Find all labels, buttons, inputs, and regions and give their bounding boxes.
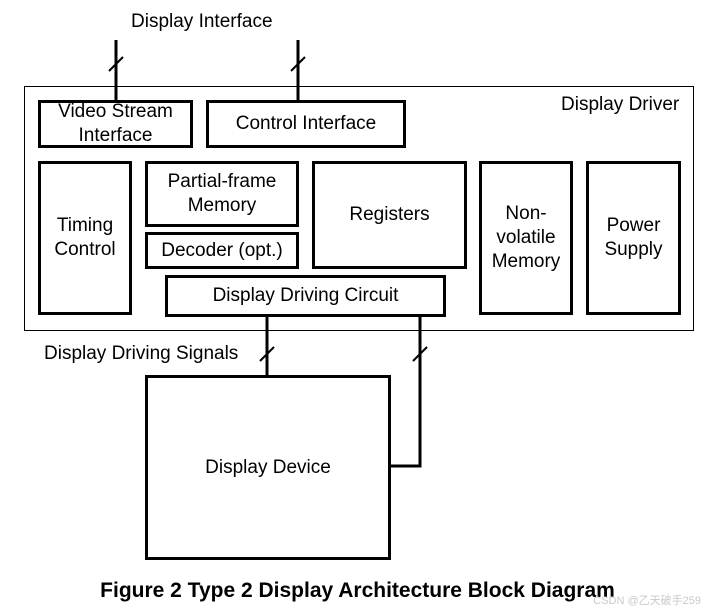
display-device-text: Display Device	[205, 456, 331, 478]
display-device-block: Display Device	[145, 375, 391, 560]
control-interface-block: Control Interface	[206, 100, 406, 148]
driving-signal-line-right-slash	[412, 346, 428, 362]
partial-frame-memory-block: Partial-frame Memory	[145, 161, 299, 227]
registers-text: Registers	[349, 204, 430, 226]
power-supply-text: Power Supply	[604, 215, 663, 260]
figure-caption: Figure 2 Type 2 Display Architecture Blo…	[100, 579, 615, 602]
display-driver-container	[24, 86, 694, 331]
decoder-text: Decoder (opt.)	[161, 239, 283, 261]
control-interface-text: Control Interface	[235, 113, 377, 135]
power-supply-block: Power Supply	[586, 161, 681, 315]
display-driving-circuit-block: Display Driving Circuit	[165, 275, 446, 317]
driving-signal-line-right	[389, 315, 422, 468]
timing-control-block: Timing Control	[38, 161, 132, 315]
control-interface-bus-slash	[290, 56, 306, 72]
registers-block: Registers	[312, 161, 467, 269]
display-driving-circuit-text: Display Driving Circuit	[212, 285, 399, 307]
display-interface-label: Display Interface	[131, 11, 273, 32]
timing-control-text: Timing Control	[54, 215, 116, 260]
video-interface-bus-slash	[108, 56, 124, 72]
watermark: CSDN @乙天破手259	[593, 595, 701, 607]
non-volatile-memory-block: Non- volatile Memory	[479, 161, 573, 315]
non-volatile-memory-text: Non- volatile Memory	[491, 203, 561, 272]
decoder-block: Decoder (opt.)	[145, 232, 299, 269]
partial-frame-memory-text: Partial-frame Memory	[167, 171, 277, 216]
video-stream-interface-block: Video Stream Interface	[38, 100, 193, 148]
video-stream-interface-text: Video Stream Interface	[58, 101, 173, 146]
display-driving-signals-label: Display Driving Signals	[44, 343, 239, 364]
driving-signal-line-left-slash	[259, 346, 275, 362]
display-driver-label: Display Driver	[561, 94, 680, 115]
